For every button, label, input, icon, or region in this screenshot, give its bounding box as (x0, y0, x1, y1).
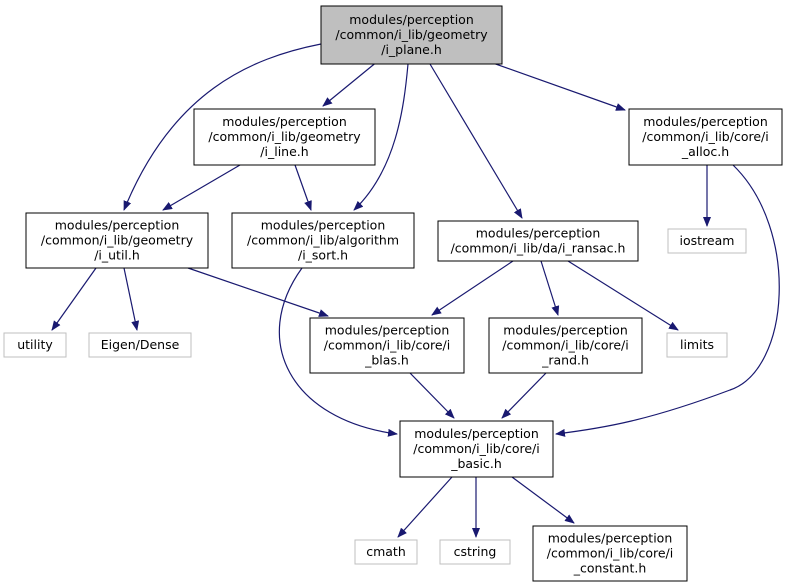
edge-alloc-to-basic (555, 164, 780, 437)
node-alloc-label-line: /common/i_lib/core/i (642, 129, 768, 144)
node-sort-label-line: /common/i_lib/algorithm (247, 233, 399, 248)
node-sort[interactable]: modules/perception/common/i_lib/algorith… (231, 212, 415, 269)
node-rand[interactable]: modules/perception/common/i_lib/core/i_r… (488, 317, 643, 374)
edge-ransac-to-blas (431, 260, 514, 316)
node-constant-label-line: _constant.h (573, 561, 647, 576)
node-blas-label-line: /common/i_lib/core/i (324, 338, 450, 353)
edge-plane-to-line (322, 60, 379, 107)
node-ransac-label-line: modules/perception (476, 226, 601, 241)
node-util-box (25, 212, 209, 269)
node-rand-box (488, 317, 643, 374)
node-sort-box (231, 212, 415, 269)
nodes-layer: modules/perception/common/i_lib/geometry… (3, 5, 783, 582)
edge-plane-to-sort (353, 63, 409, 211)
edge-blas-to-basic (409, 372, 455, 419)
node-plane-box (320, 5, 503, 65)
node-cstring-label-line: cstring (454, 544, 497, 559)
edge-line-to-util (162, 164, 241, 211)
node-basic-label-line: modules/perception (414, 426, 539, 441)
node-constant-label-line: /common/i_lib/core/i (547, 546, 673, 561)
node-basic[interactable]: modules/perception/common/i_lib/core/i_b… (399, 420, 554, 478)
node-alloc-box (628, 108, 783, 166)
node-blas-label-line: _blas.h (364, 353, 409, 368)
node-util-label-line: /common/i_lib/geometry (41, 233, 194, 248)
node-cmath[interactable]: cmath (354, 539, 418, 565)
node-utility[interactable]: utility (3, 332, 67, 358)
node-limits-box (666, 332, 728, 358)
node-iostream-box (667, 228, 747, 254)
node-rand-label-line: modules/perception (503, 323, 628, 338)
node-line[interactable]: modules/perception/common/i_lib/geometry… (193, 108, 376, 166)
edge-sort-to-basic (278, 267, 398, 437)
node-constant-box (532, 525, 688, 582)
edge-line-to-sort (294, 164, 312, 211)
edge-ransac-to-rand (540, 260, 560, 316)
node-limits[interactable]: limits (666, 332, 728, 358)
node-eigen[interactable]: Eigen/Dense (88, 332, 192, 358)
node-basic-label-line: /common/i_lib/core/i (413, 441, 539, 456)
node-cstring[interactable]: cstring (439, 539, 511, 565)
node-iostream[interactable]: iostream (667, 228, 747, 254)
edge-plane-to-util (123, 43, 322, 211)
node-constant[interactable]: modules/perception/common/i_lib/core/i_c… (532, 525, 688, 582)
edge-ransac-to-limits (567, 260, 679, 331)
node-ransac[interactable]: modules/perception/common/i_lib/da/i_ran… (437, 220, 639, 262)
edge-rand-to-basic (501, 372, 547, 419)
node-line-label-line: /i_line.h (260, 144, 308, 159)
node-cstring-box (439, 539, 511, 565)
node-alloc-label-line: modules/perception (643, 114, 768, 129)
node-rand-label-line: /common/i_lib/core/i (502, 338, 628, 353)
node-cmath-box (354, 539, 418, 565)
node-basic-label-line: _basic.h (450, 456, 502, 471)
edge-plane-to-alloc (489, 61, 626, 111)
edge-util-to-blas (187, 267, 329, 317)
edge-plane-to-ransac (429, 63, 523, 219)
node-line-label-line: modules/perception (222, 114, 347, 129)
node-plane-label-line: modules/perception (349, 12, 474, 27)
node-rand-label-line: _rand.h (541, 353, 589, 368)
node-blas-box (309, 317, 465, 374)
edge-util-to-utility (51, 267, 97, 331)
node-utility-label-line: utility (17, 337, 53, 352)
node-ransac-box (437, 220, 639, 262)
edge-basic-to-cmath (397, 476, 453, 538)
node-iostream-label-line: iostream (680, 233, 735, 248)
node-plane[interactable]: modules/perception/common/i_lib/geometry… (320, 5, 503, 65)
node-eigen-box (88, 332, 192, 358)
edge-basic-to-constant (511, 476, 575, 524)
edges-layer (51, 43, 780, 538)
node-eigen-label-line: Eigen/Dense (101, 337, 180, 352)
node-alloc-label-line: _alloc.h (681, 144, 729, 159)
node-utility-box (3, 332, 67, 358)
node-plane-label-line: /common/i_lib/geometry (335, 27, 488, 42)
node-blas[interactable]: modules/perception/common/i_lib/core/i_b… (309, 317, 465, 374)
node-util[interactable]: modules/perception/common/i_lib/geometry… (25, 212, 209, 269)
node-sort-label-line: /i_sort.h (298, 248, 348, 263)
node-limits-label-line: limits (680, 337, 714, 352)
node-line-label-line: /common/i_lib/geometry (208, 129, 361, 144)
node-plane-label-line: /i_plane.h (381, 42, 442, 57)
node-basic-box (399, 420, 554, 478)
node-sort-label-line: modules/perception (261, 218, 386, 233)
node-line-box (193, 108, 376, 166)
node-ransac-label-line: /common/i_lib/da/i_ransac.h (451, 241, 626, 256)
edge-util-to-eigen (123, 267, 140, 331)
node-constant-label-line: modules/perception (548, 531, 673, 546)
node-blas-label-line: modules/perception (325, 323, 450, 338)
node-alloc[interactable]: modules/perception/common/i_lib/core/i_a… (628, 108, 783, 166)
node-util-label-line: modules/perception (55, 218, 180, 233)
node-cmath-label-line: cmath (366, 544, 406, 559)
node-util-label-line: /i_util.h (94, 248, 140, 263)
